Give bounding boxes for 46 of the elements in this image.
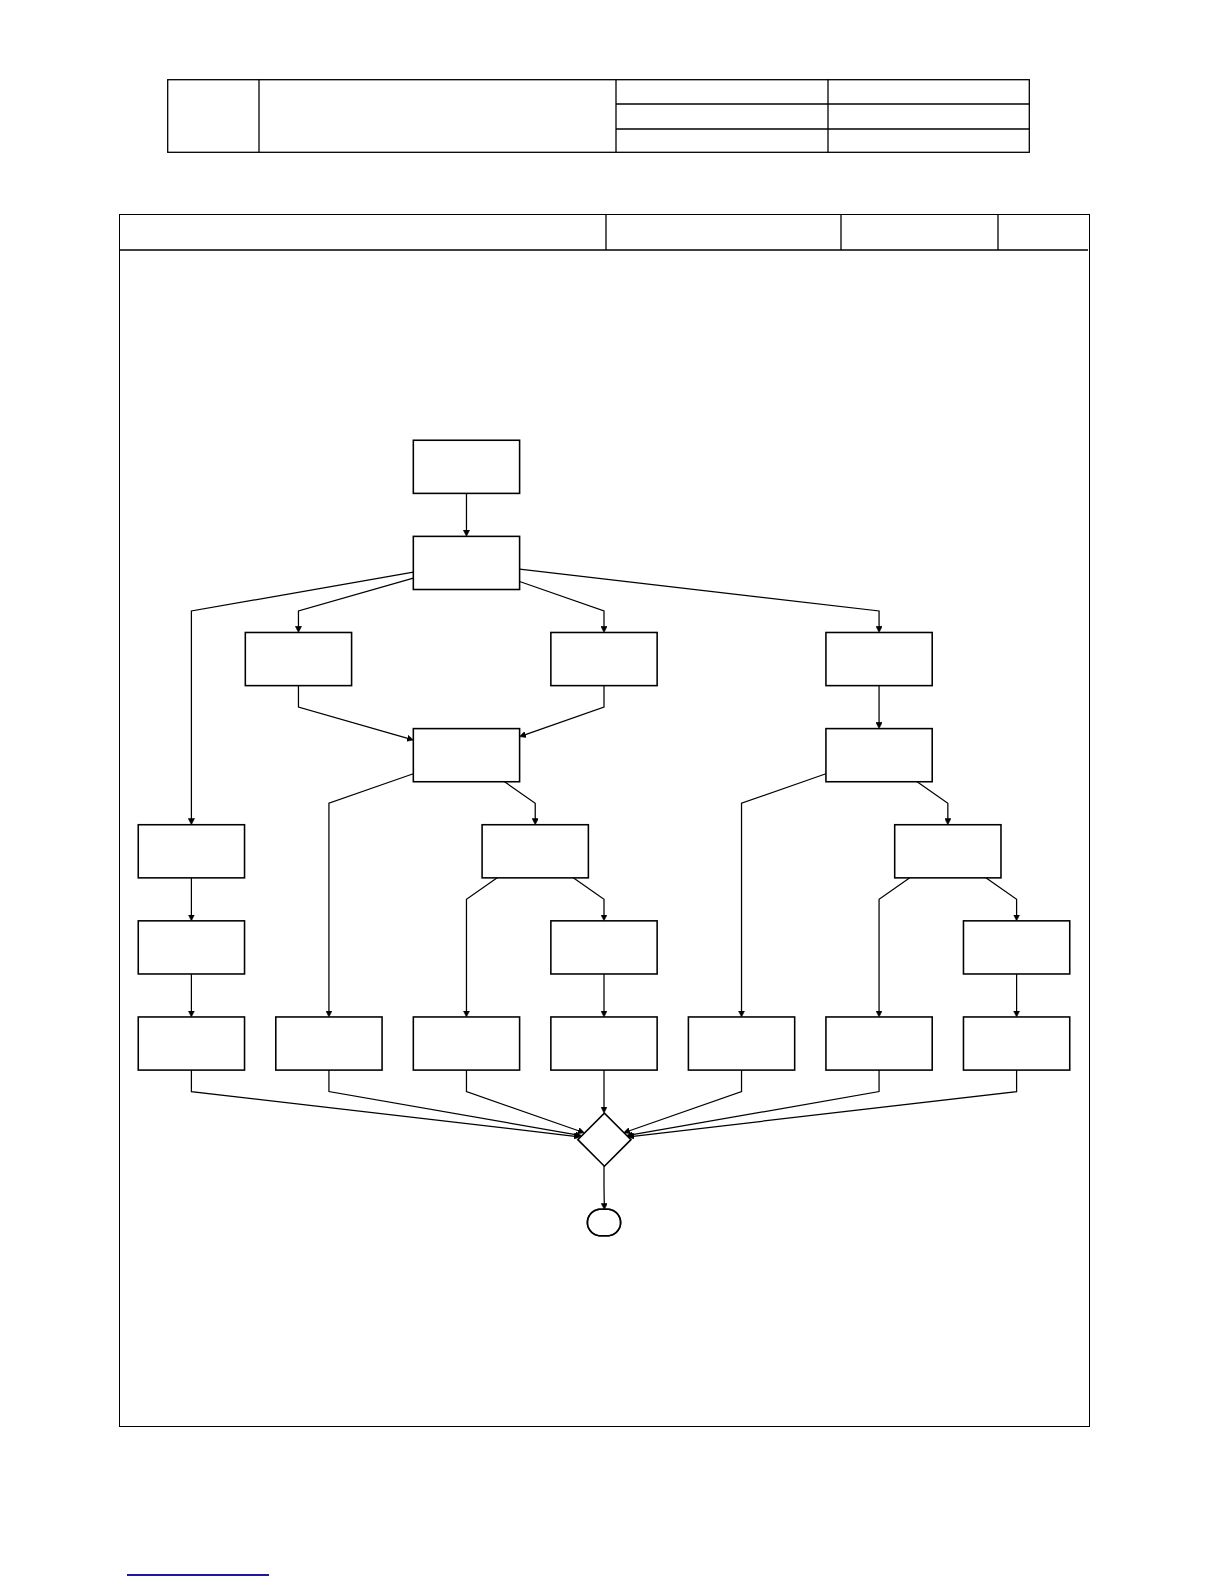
- arrow: [463, 877, 498, 1018]
- arrow: [1013, 973, 1021, 1018]
- arrow: [465, 1069, 585, 1134]
- arrow: [875, 685, 883, 729]
- arrow: [572, 877, 608, 922]
- node-box: [481, 823, 590, 879]
- node-box: [962, 1016, 1071, 1071]
- arrow: [295, 577, 414, 633]
- arrow: [627, 1069, 1018, 1140]
- node-diamond: [576, 1111, 633, 1168]
- arrow: [985, 877, 1021, 922]
- node-box: [275, 1016, 383, 1071]
- arrow: [463, 492, 470, 537]
- node-box: [687, 1016, 796, 1071]
- arrow: [325, 773, 414, 1018]
- arrow: [626, 1069, 880, 1138]
- node-box: [412, 439, 521, 495]
- node-box: [825, 727, 933, 783]
- arrow: [875, 877, 911, 1018]
- node-box: [550, 631, 658, 687]
- node-box: [137, 823, 246, 879]
- node-box: [412, 535, 521, 591]
- arrow: [519, 685, 605, 738]
- node-box: [825, 1016, 933, 1071]
- arrow: [600, 1165, 608, 1210]
- arrow: [187, 571, 414, 825]
- arrow: [600, 1069, 608, 1114]
- arrow: [623, 1069, 743, 1134]
- arrow: [187, 973, 195, 1018]
- node-box: [962, 920, 1071, 975]
- arrow: [600, 973, 608, 1018]
- node-box: [825, 631, 933, 687]
- arrow: [297, 685, 414, 742]
- node-box: [137, 1016, 246, 1071]
- arrow: [503, 781, 539, 825]
- node-box: [550, 1016, 658, 1071]
- arrow: [916, 781, 952, 825]
- node-box: [412, 1016, 521, 1071]
- node-box: [550, 920, 658, 975]
- arrow: [187, 877, 195, 922]
- node-box: [244, 631, 353, 687]
- node-box: [893, 823, 1002, 879]
- arrow: [190, 1069, 581, 1140]
- node-box: [137, 920, 246, 975]
- node-box: [412, 727, 521, 783]
- arrow: [328, 1069, 582, 1138]
